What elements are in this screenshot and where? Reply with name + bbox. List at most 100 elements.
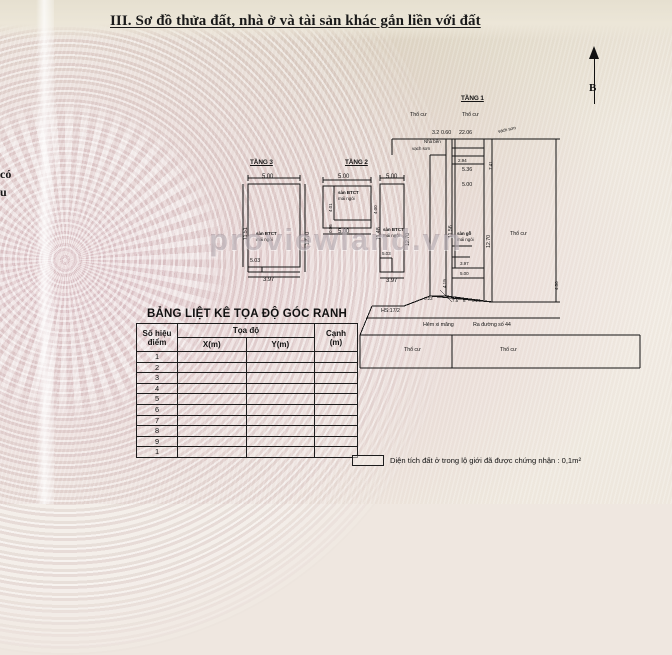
table-row: 4 [136,382,358,395]
header-y: Y(m) [245,337,315,352]
header-edge-line2: (m) [329,337,343,347]
coordinate-table-title: BẢNG LIỆT KÊ TỌA ĐỘ GÓC RANH [146,308,348,320]
floor1-dim-m: 0.22 [424,296,433,301]
cell-x [177,435,247,448]
floor1-material: sàn gỗ [457,231,472,236]
cell-y [245,351,315,363]
cell-edge [314,425,358,437]
floorplain-dim-bottom: 3.97 [386,278,398,284]
arrow-head-icon [589,46,599,59]
floor3-material2: mái ngói [256,237,273,242]
coordinate-table-block: BẢNG LIỆT KÊ TỌA ĐỘ GÓC RANH Số hiệu điể… [136,308,358,458]
floor2-material2: mái ngói [338,196,355,201]
floorplain-material: sàn BTCT [383,227,404,232]
header-coordinate-group: Tọa độ [177,323,315,338]
floor1-dim-b: 0.60 [441,130,452,136]
tho-cu-label-bottom-right: Thổ cư [500,347,517,353]
header-edge-line1: Cạnh [326,328,346,338]
cell-edge [314,351,358,363]
cell-y [245,446,315,458]
cell-x [177,446,247,458]
floor1-dim-l: 5.00 [460,271,469,276]
legend: Diện tích đất ở trong lộ giới đã được ch… [352,455,581,466]
header-edge-length: Cạnh (m) [314,323,358,352]
cell-point-id: 5 [136,393,178,405]
floor2-dim-right: 4.00 [373,205,378,214]
cell-edge [314,414,358,427]
cell-point-id: 8 [136,425,178,437]
table-row: 1 [136,446,358,458]
floor3-dim-bottom: 3.97 [263,277,275,283]
cell-point-id: 1 [136,446,178,458]
sketch-linework [242,138,641,369]
page-fold-highlight [36,0,54,504]
cell-y [245,435,315,448]
north-arrow-icon: B [585,46,605,106]
floorplain-material2: mái ngói [383,233,400,238]
top-paper-band [0,0,672,40]
hem-xi-mang-label: Hẻm xi măng [423,322,454,328]
floor2-dim-top: 5.00 [338,174,350,180]
floorplain-dim-top: 5.00 [386,174,398,180]
cell-point-id: 7 [136,414,178,427]
floor1-dim-f: 5.36 [462,167,473,173]
header-x: X(m) [177,337,247,352]
cell-y [245,361,315,374]
left-edge-text-2: u [0,185,7,199]
cadastral-sketch: TẦNG 3 5.00 11.51 12.70 5.03 3.97 sàn BT… [242,95,641,369]
table-header-row-2: X(m) Y(m) [137,337,358,352]
cell-edge [314,393,358,405]
hs-label: HS:17/2 [381,308,400,314]
site-watermark: proviewland.vn [209,222,463,257]
cell-y [245,382,315,395]
cell-x [177,351,247,363]
tho-cu-label-top-left: Thổ cư [410,112,427,118]
floor3-title: TẦNG 3 [250,159,273,166]
cell-edge [314,382,358,395]
nha-ben-label: Nhà bên [424,139,441,144]
floor3-dim-top: 5.00 [262,174,274,180]
table-row: 6 [136,403,358,416]
floor1-dim-k: 3.97 [460,261,469,266]
table-row: 3 [136,372,358,384]
legend-text: Diện tích đất ở trong lộ giới đã được ch… [390,456,582,465]
header-point-id-line1: Số hiệu [142,328,172,338]
ra-duong-label: Ra đường số 44 [473,322,511,328]
floor1-dim-o: 8 [463,298,466,303]
arrow-shaft [594,56,596,104]
floor1-dim-a: 3.2 [432,130,440,136]
floor1-dim-p: 0.24 [472,298,481,303]
header-point-id-line2: điểm [147,337,167,347]
tho-cu-label-bottom-left: Thổ cư [404,347,421,353]
floor1-dim-e: 2.94 [458,158,467,163]
cell-point-id: 6 [136,403,178,416]
floor2-dim-bottom: 5.00 [338,229,350,235]
tho-cu-label-right: Thổ cư [510,231,527,237]
floorplain-dim-bottom-inner: 5.03 [382,251,391,256]
cell-x [177,372,247,384]
table-row: 1 [136,351,358,363]
page-title: III. Sơ đồ thửa đất, nhà ở và tài sản kh… [110,13,481,29]
cell-point-id: 4 [136,382,178,395]
header-point-id: Số hiệu điểm [136,323,178,352]
floor1-material2: mái ngói [457,237,474,242]
cell-x [177,403,247,416]
cell-point-id: 2 [136,361,178,374]
floor1-dim-j: 4.19 [442,279,447,288]
cell-y [245,425,315,437]
cell-edge [314,372,358,384]
cell-y [245,403,315,416]
cell-y [245,393,315,405]
cell-edge [314,361,358,374]
table-header-row-1: Số hiệu điểm Tọa độ Cạnh (m) [136,323,358,352]
table-row: 7 [136,414,358,427]
cell-point-id: 3 [136,372,178,384]
cell-x [177,393,247,405]
floor1-dim-n: 7.5 [452,298,459,303]
floor2-dim-left: 4.01 [328,203,333,212]
cell-point-id: 9 [136,435,178,448]
coordinate-table: Số hiệu điểm Tọa độ Cạnh (m) X(m) Y(m) 1… [136,323,358,458]
tho-cu-label-top-mid: Thổ cư [462,112,479,118]
vach-son-label-left: vạch sơn [412,146,431,151]
cell-x [177,382,247,395]
